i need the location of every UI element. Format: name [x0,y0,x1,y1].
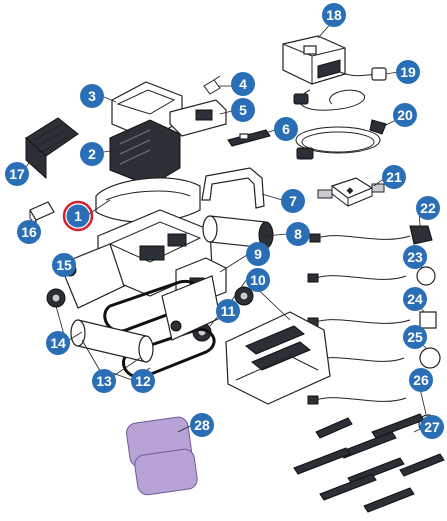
foam-pads [126,416,198,496]
callout-16[interactable]: 16 [17,220,41,244]
callout-label: 24 [407,291,423,307]
clip [203,75,221,95]
callout-17[interactable]: 17 [5,162,29,186]
callout-15[interactable]: 15 [52,253,76,277]
callout-1[interactable]: 1 [62,200,94,232]
callout-label: 6 [282,121,290,137]
callout-9[interactable]: 9 [246,242,270,266]
filter-panel [25,117,79,180]
left-side-plate [59,243,125,309]
callout-11[interactable]: 11 [216,299,240,323]
handle-arm [169,99,227,137]
callout-label: 21 [386,169,402,185]
callout-label: 5 [239,102,247,118]
callout-label: 11 [221,303,236,319]
callout-4[interactable]: 4 [231,72,255,96]
callout-label: 4 [239,76,247,92]
callout-label: 22 [420,200,436,216]
callout-label: 3 [88,88,96,104]
top-cover [95,177,201,223]
callout-label: 9 [254,246,262,262]
callout-22[interactable]: 22 [416,196,440,220]
callout-label: 26 [413,372,429,388]
callout-label: 20 [397,107,413,123]
carry-handle [201,167,265,209]
wheel [46,288,66,308]
callout-28[interactable]: 28 [190,413,214,437]
callout-12[interactable]: 12 [131,369,155,393]
svg-text:◆: ◆ [347,185,354,195]
callout-label: 15 [56,257,72,273]
right-side-plate [161,275,221,341]
callout-26[interactable]: 26 [409,368,433,392]
callout-25[interactable]: 25 [403,325,427,349]
callout-5[interactable]: 5 [231,98,255,122]
plug-cable-au [307,266,436,286]
callout-3[interactable]: 3 [80,84,104,108]
callout-label: 28 [194,417,210,433]
filter-basket [109,119,181,187]
callout-label: 16 [21,224,37,240]
callout-label: 7 [289,193,297,209]
front-roller [202,215,274,249]
callout-label: 19 [400,64,416,80]
plug-cable-us [307,311,437,329]
callout-label: 8 [294,226,302,242]
callout-label: 17 [9,166,25,182]
floating-cable [295,119,387,160]
callout-label: 2 [88,146,96,162]
callout-label: 1 [74,208,82,224]
callout-label: 12 [135,373,151,389]
power-supply-box [282,35,346,85]
callout-label: 10 [250,272,266,288]
callout-label: 13 [96,373,112,389]
callout-24[interactable]: 24 [403,287,427,311]
callout-label: 27 [424,419,440,435]
callout-21[interactable]: 21 [382,165,406,189]
callout-8[interactable]: 8 [286,222,310,246]
cable-swivel: ◆ [317,177,385,207]
handle-bar [227,129,271,147]
callout-13[interactable]: 13 [92,369,116,393]
callout-7[interactable]: 7 [281,189,305,213]
callout-18[interactable]: 18 [322,3,346,27]
callout-6[interactable]: 6 [274,117,298,141]
callout-19[interactable]: 19 [396,60,420,84]
callout-20[interactable]: 20 [393,103,417,127]
callout-label: 18 [326,7,342,23]
callout-10[interactable]: 10 [246,268,270,292]
callout-27[interactable]: 27 [420,415,444,439]
callout-label: 14 [50,335,66,351]
callout-14[interactable]: 14 [46,331,70,355]
bottom-base [225,311,331,405]
callout-23[interactable]: 23 [403,245,427,269]
brush-strips [293,413,445,513]
callout-label: 23 [407,249,423,265]
power-cable [293,67,387,111]
rear-roller [70,319,154,363]
plug-cable-uk [309,225,433,245]
callout-label: 25 [407,329,423,345]
callout-2[interactable]: 2 [80,142,104,166]
